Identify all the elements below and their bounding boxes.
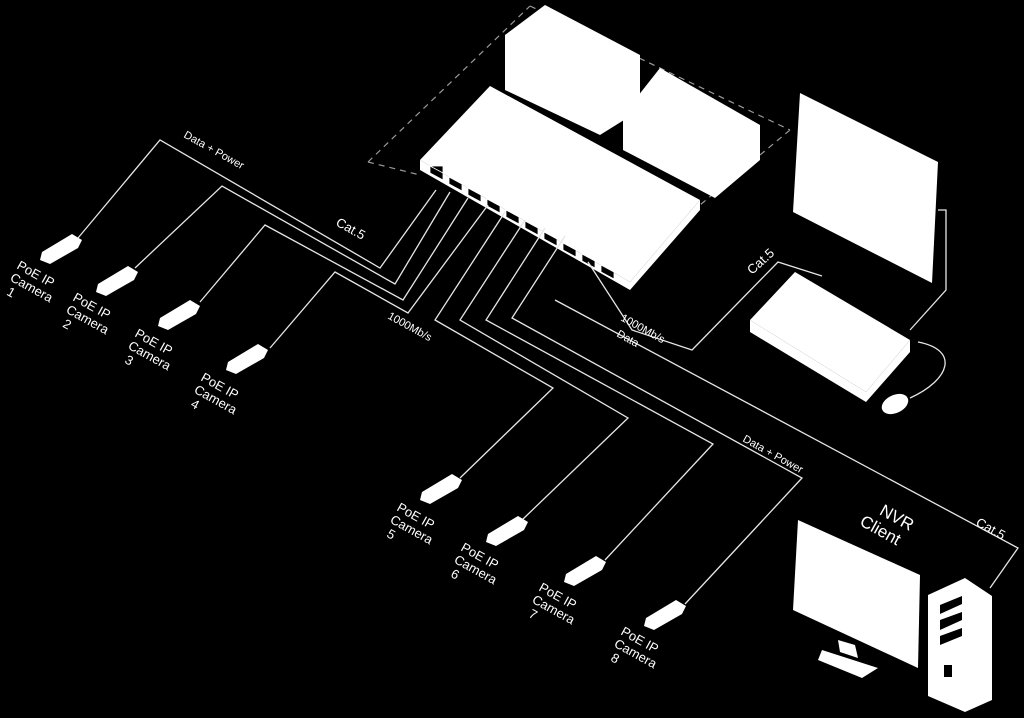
camera-icon <box>226 344 268 374</box>
switch-ports <box>429 165 615 280</box>
nvr-monitor <box>793 93 947 331</box>
switch-port <box>562 242 577 258</box>
cable-uplink-client <box>554 299 1019 589</box>
camera-label: PoE IPCamera6 <box>445 540 507 600</box>
camera-label: PoE IPCamera8 <box>605 624 667 684</box>
label-nvr-client: NVR Client <box>857 495 921 554</box>
switch-port <box>429 165 444 181</box>
camera-icon <box>644 600 686 630</box>
switch-port <box>486 198 501 214</box>
cable-camera-1 <box>77 139 437 269</box>
switch-port <box>600 264 615 280</box>
camera-icon <box>564 556 606 586</box>
camera-icon <box>486 516 528 546</box>
camera-icon <box>40 234 82 264</box>
camera-label: PoE IPCamera5 <box>381 500 443 560</box>
camera-7: PoE IPCamera7 <box>523 556 606 640</box>
camera-8: PoE IPCamera8 <box>605 600 686 684</box>
camera-6: PoE IPCamera6 <box>445 516 528 600</box>
camera-cables <box>77 139 1019 605</box>
switch-port <box>581 253 596 269</box>
label-cat5-nvr: Cat.5 <box>744 245 777 277</box>
label-data-power-top: Data + Power <box>182 129 247 172</box>
camera-icon <box>96 266 138 296</box>
switch-port <box>505 209 520 225</box>
cable-uplink-nvr <box>587 261 823 351</box>
cable-camera-5 <box>434 211 555 479</box>
camera-icon <box>158 300 200 330</box>
camera-4: PoE IPCamera4 <box>185 344 268 430</box>
switch-port <box>524 220 539 236</box>
camera-label: PoE IPCamera3 <box>119 326 181 386</box>
nvr-recorder <box>750 272 910 402</box>
camera-label: PoE IPCamera7 <box>523 580 585 640</box>
switch-port <box>448 176 463 192</box>
camera-icon <box>420 474 462 504</box>
switch-port <box>543 231 558 247</box>
client-tower <box>928 578 992 712</box>
back-box-right <box>623 68 760 198</box>
camera-label: PoE IPCamera2 <box>57 290 119 350</box>
cable-camera-2 <box>134 185 451 285</box>
camera-5: PoE IPCamera5 <box>381 474 462 560</box>
cable-camera-6 <box>459 219 630 521</box>
camera-label: PoE IPCamera1 <box>1 258 63 318</box>
switch-port <box>467 187 482 203</box>
camera-3: PoE IPCamera3 <box>119 300 200 386</box>
cable-camera-3 <box>199 197 469 303</box>
client-monitor <box>793 520 920 678</box>
mouse <box>881 341 946 415</box>
label-cat5-switch: Cat.5 <box>334 215 368 243</box>
back-box-left <box>505 5 640 135</box>
cable-camera-8 <box>511 235 804 605</box>
cable-camera-4 <box>269 204 489 349</box>
dashed-enclosure <box>367 5 791 206</box>
label-cat5-client: Cat.5 <box>974 515 1008 543</box>
label-speed-left: 1000Mb/s <box>386 310 435 344</box>
camera-2: PoE IPCamera2 <box>57 266 138 350</box>
label-data-power-bottom: Data + Power <box>741 433 806 476</box>
cable-camera-7 <box>485 227 715 561</box>
camera-label: PoE IPCamera4 <box>185 370 247 430</box>
